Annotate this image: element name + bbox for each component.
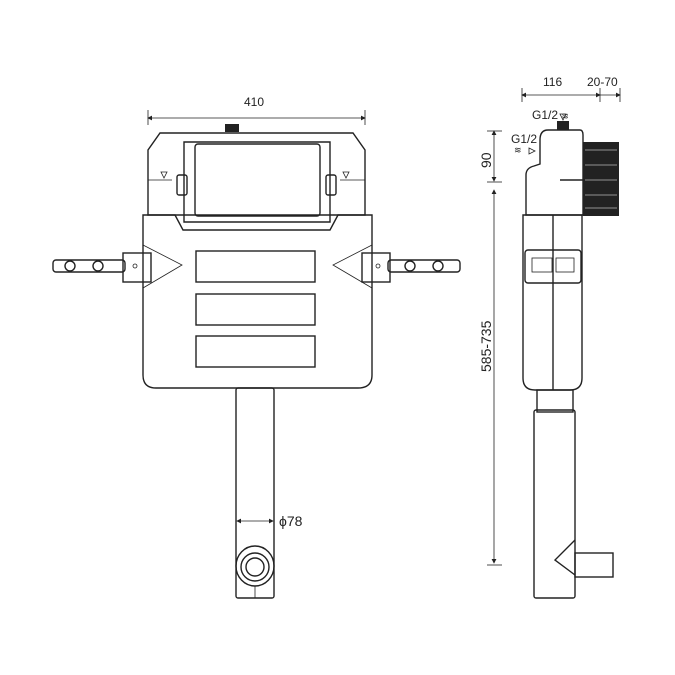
top-offset-label: 90 [478, 152, 494, 168]
flush-control-module [524, 249, 582, 284]
height-range-label: 585-735 [478, 320, 494, 372]
side-head [525, 129, 584, 216]
side-view [487, 88, 621, 599]
top-inlet-text: G1/2 [532, 108, 559, 122]
left-wall-bracket [52, 252, 152, 283]
right-wall-bracket [361, 252, 461, 283]
side-flush-pipe [533, 409, 576, 599]
panel-slot-1 [195, 250, 316, 283]
dimension-width-label: 410 [244, 95, 265, 109]
front-view [52, 110, 461, 599]
outlet-bore [240, 552, 270, 582]
side-adjust-label: 20-70 [587, 75, 618, 89]
panel-slot-3 [195, 335, 316, 368]
water-symbol-side-icon: ≋ [514, 145, 522, 155]
access-window [194, 143, 321, 217]
adjustable-fitting [583, 142, 619, 216]
pipe-diameter-label: ϕ78 [279, 513, 303, 529]
top-nub [225, 124, 239, 132]
upper-housing [147, 132, 366, 216]
top-inlet-label: G1/2 ≋ [532, 108, 569, 122]
side-depth-label: 116 [543, 75, 563, 89]
side-outlet [574, 552, 614, 578]
main-body [142, 214, 373, 389]
panel-slot-2 [195, 293, 316, 326]
side-inlet-label: G1/2 [511, 132, 538, 146]
water-symbol-icon: ≋ [561, 111, 569, 121]
